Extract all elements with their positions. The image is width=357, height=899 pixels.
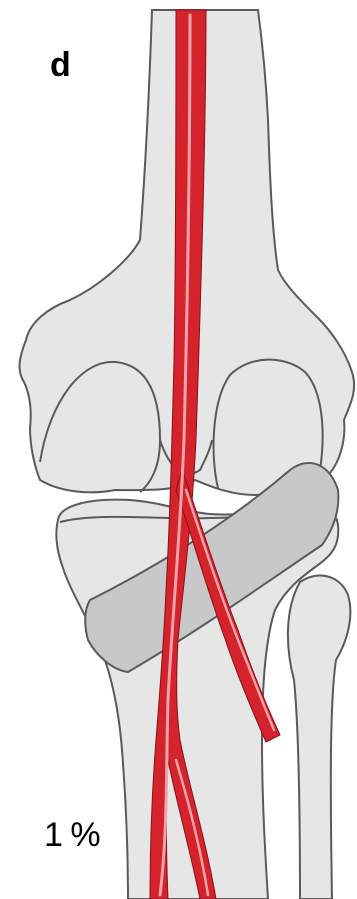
panel-letter: d xyxy=(50,48,71,82)
frequency-label: 1 % xyxy=(44,818,100,852)
fibula xyxy=(288,576,350,899)
